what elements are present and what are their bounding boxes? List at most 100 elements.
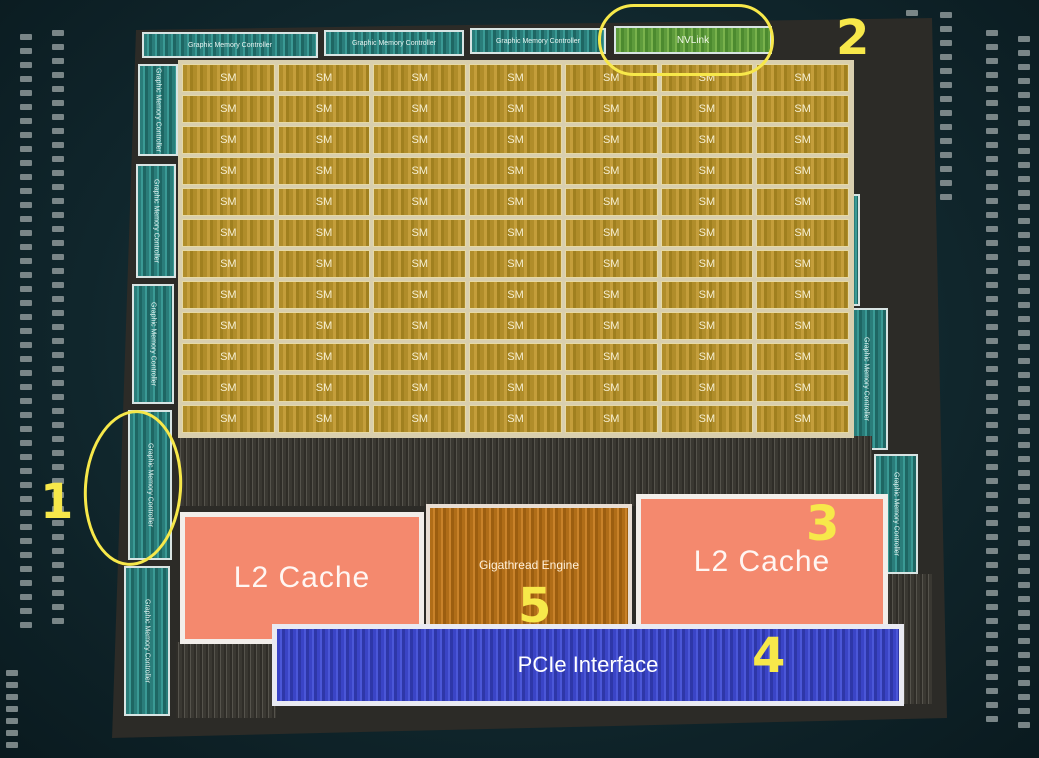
sm-unit: SM <box>756 95 849 123</box>
sm-unit: SM <box>182 64 275 92</box>
package-pin <box>906 10 918 16</box>
package-pin <box>1018 386 1030 392</box>
package-pin <box>940 194 952 200</box>
package-pin <box>52 366 64 372</box>
package-pin <box>52 100 64 106</box>
package-pin <box>52 576 64 582</box>
package-pin <box>52 506 64 512</box>
package-pin <box>20 412 32 418</box>
package-pin <box>1018 162 1030 168</box>
package-pin <box>6 682 18 688</box>
package-pin <box>940 110 952 116</box>
package-pin <box>986 464 998 470</box>
sm-unit: SM <box>564 281 658 309</box>
sm-unit: SM <box>373 250 467 278</box>
sm-unit: SM <box>182 343 275 371</box>
package-pin <box>986 688 998 694</box>
package-pin <box>986 212 998 218</box>
sm-unit: SM <box>564 312 658 340</box>
memory-controller-label: Graphic Memory Controller <box>152 178 160 264</box>
package-pin <box>986 590 998 596</box>
sm-unit: SM <box>373 281 467 309</box>
package-pin <box>1018 246 1030 252</box>
package-pin <box>940 68 952 74</box>
sm-unit: SM <box>564 95 658 123</box>
annotation-number-4: 4 <box>752 628 786 684</box>
sm-unit: SM <box>469 64 562 92</box>
sm-unit: SM <box>660 219 754 247</box>
package-pin <box>20 62 32 68</box>
sm-unit: SM <box>373 312 467 340</box>
package-pin <box>986 548 998 554</box>
sm-unit: SM <box>756 126 849 154</box>
sm-unit: SM <box>564 188 658 216</box>
package-pin <box>986 492 998 498</box>
sm-unit: SM <box>373 64 467 92</box>
package-pin <box>52 240 64 246</box>
package-pin <box>20 132 32 138</box>
sm-unit: SM <box>182 219 275 247</box>
package-pin <box>1018 498 1030 504</box>
package-pin <box>1018 512 1030 518</box>
package-pin <box>20 48 32 54</box>
sm-unit: SM <box>564 250 658 278</box>
package-pin <box>52 156 64 162</box>
package-pin <box>20 272 32 278</box>
sm-unit: SM <box>182 157 275 185</box>
package-pin <box>6 742 18 748</box>
package-pin <box>1018 554 1030 560</box>
sm-unit: SM <box>277 343 371 371</box>
package-pin <box>1018 274 1030 280</box>
sm-unit: SM <box>564 157 658 185</box>
sm-unit: SM <box>182 405 275 433</box>
package-pin <box>52 310 64 316</box>
sm-unit: SM <box>469 312 562 340</box>
sm-unit: SM <box>756 157 849 185</box>
package-pin <box>52 30 64 36</box>
package-pin <box>1018 484 1030 490</box>
nvlink-label: NVLink <box>676 34 710 46</box>
sm-unit: SM <box>660 126 754 154</box>
package-pin <box>940 180 952 186</box>
package-pin <box>1018 176 1030 182</box>
package-pin <box>986 562 998 568</box>
sm-unit: SM <box>756 188 849 216</box>
sm-unit: SM <box>277 157 371 185</box>
package-pin <box>52 114 64 120</box>
package-pin <box>6 730 18 736</box>
memory-controller-label: Graphic Memory Controller <box>154 67 162 153</box>
package-pin <box>20 328 32 334</box>
package-pin <box>20 440 32 446</box>
package-pin <box>986 660 998 666</box>
sm-unit: SM <box>373 343 467 371</box>
io-logic-left <box>176 642 276 718</box>
package-pin <box>52 170 64 176</box>
sm-unit: SM <box>756 343 849 371</box>
package-pin <box>1018 526 1030 532</box>
package-pin <box>6 670 18 676</box>
package-pin <box>1018 722 1030 728</box>
package-pin <box>940 166 952 172</box>
l2-cache-right-label: L2 Cache <box>693 545 831 578</box>
package-pin <box>52 478 64 484</box>
package-pin <box>20 300 32 306</box>
package-pin <box>986 506 998 512</box>
package-pin <box>52 422 64 428</box>
package-pin <box>1018 694 1030 700</box>
sm-unit: SM <box>469 281 562 309</box>
package-pin <box>986 520 998 526</box>
package-pin <box>1018 232 1030 238</box>
sm-unit: SM <box>277 312 371 340</box>
sm-unit: SM <box>469 126 562 154</box>
annotation-number-2: 2 <box>836 10 870 66</box>
sm-unit: SM <box>469 405 562 433</box>
sm-unit: SM <box>277 405 371 433</box>
package-pin <box>986 576 998 582</box>
package-pin <box>1018 50 1030 56</box>
sm-unit: SM <box>660 343 754 371</box>
package-pin <box>52 436 64 442</box>
package-pin <box>1018 582 1030 588</box>
package-pin <box>940 138 952 144</box>
sm-unit: SM <box>660 188 754 216</box>
package-pin <box>1018 330 1030 336</box>
